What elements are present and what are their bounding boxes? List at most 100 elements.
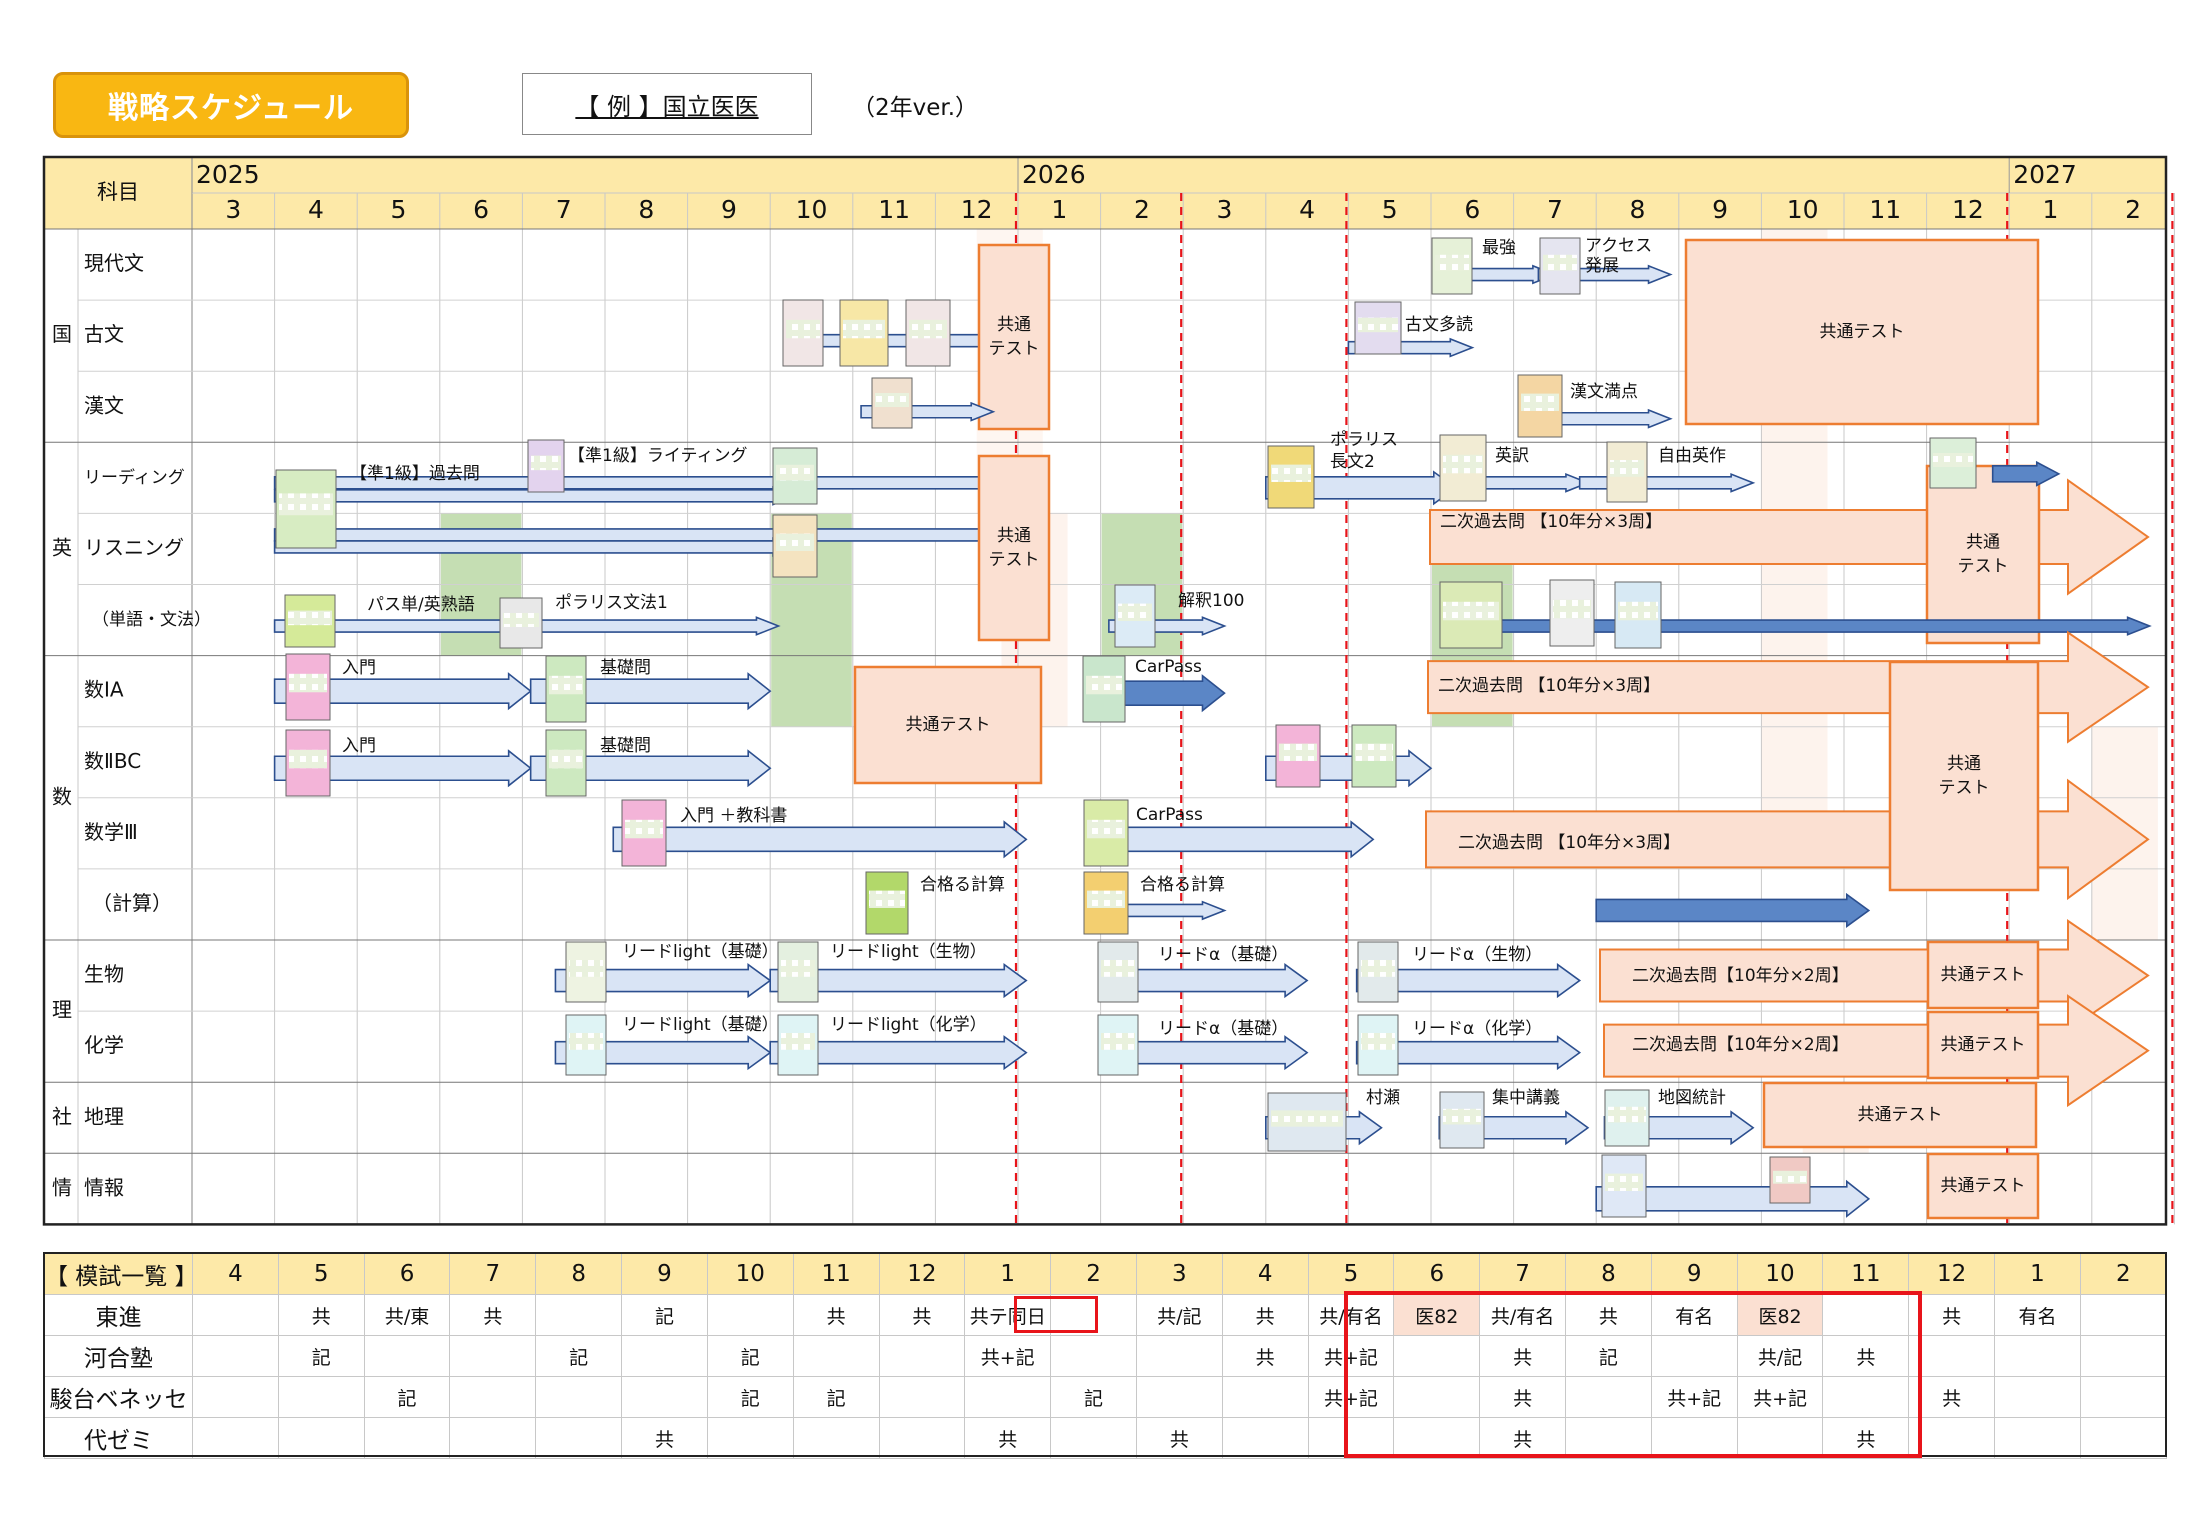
study-arrow: [1108, 963, 1309, 999]
kyotsu-label: 共通テスト: [1941, 965, 2026, 985]
book-cover-band: [781, 1033, 815, 1050]
study-arrow: [1595, 892, 1871, 928]
mock-month-header: 11: [1822, 1253, 1910, 1295]
mock-highlight-cell: [1014, 1296, 1098, 1333]
subject-label: （単語・文法）: [92, 610, 211, 630]
subject-label: 数ⅠA: [84, 678, 124, 702]
book-cover-band: [786, 319, 820, 339]
subject-label: 生物: [84, 962, 124, 986]
book-cover-band: [1101, 960, 1135, 977]
mock-exam-cell: [2079, 1294, 2167, 1336]
subject-label: リスニング: [84, 535, 184, 559]
mock-exam-cell: [792, 1417, 880, 1459]
study-arrow: [1108, 1035, 1309, 1071]
mock-month-header: 9: [1650, 1253, 1738, 1295]
month-label: 9: [721, 195, 737, 224]
mock-provider-name: 河合塾: [44, 1335, 193, 1377]
kyotsu-test-box: [1926, 940, 2040, 1010]
month-label: 4: [1299, 195, 1315, 224]
mock-month-header: 6: [363, 1253, 451, 1295]
book-cover-band: [569, 960, 603, 977]
book-cover-band: [1435, 254, 1469, 271]
mock-provider-name: 駿台ベネッセ: [44, 1376, 193, 1418]
book-cover-band: [1086, 675, 1122, 695]
mock-exam-cell: 記: [1565, 1335, 1652, 1377]
book-cover-band: [1773, 1170, 1807, 1184]
mock-exam-cell: [1050, 1417, 1137, 1459]
subject-label: 現代文: [84, 251, 144, 275]
mock-exam-cell: [1393, 1417, 1481, 1459]
study-arrow: [612, 820, 1028, 859]
book-cover-band: [1271, 1110, 1343, 1127]
mock-exam-cell: 記: [706, 1376, 794, 1418]
subject-label: 情報: [84, 1175, 124, 1199]
mock-exam-cell: 記: [277, 1335, 365, 1377]
subject-label: 数ⅡBC: [84, 749, 141, 773]
month-label: 3: [1217, 195, 1233, 224]
kyotsu-label: 共通テスト: [906, 715, 991, 735]
book-cover-band: [549, 675, 583, 695]
month-label: 10: [1787, 195, 1819, 224]
study-label: 合格る計算: [1140, 875, 1225, 895]
month-label: 5: [391, 195, 407, 224]
mock-provider-row: 河合塾記記記共+記共共+記共記共/記共: [44, 1335, 2167, 1377]
mock-highlight-box: [1344, 1291, 1922, 1458]
book-cover-band: [875, 393, 909, 407]
mock-exam-cell: 共: [1822, 1417, 1910, 1459]
mock-month-header: 2: [2079, 1253, 2167, 1295]
book-cover-band: [1443, 601, 1499, 621]
book-cover-band: [1521, 393, 1559, 411]
study-label: 二次過去問 【10年分×3周】: [1458, 833, 1680, 853]
past-exam-arrow: [1603, 994, 2150, 1108]
kyotsu-test-box: [1684, 238, 2040, 426]
month-label: 1: [1051, 195, 1067, 224]
study-arrow: [1099, 820, 1375, 859]
mock-exam-cell: [1565, 1417, 1652, 1459]
past-exam-arrow: [1425, 778, 2150, 901]
mock-exam-cell: 共/記: [1135, 1294, 1223, 1336]
book-cover-band: [1279, 743, 1317, 761]
year-label: 2025: [196, 160, 260, 189]
mock-exam-cell: 共: [1565, 1294, 1652, 1336]
kyotsu-test-box: [1888, 660, 2040, 892]
group-label: 情: [52, 1175, 72, 1199]
study-label: パス単/英熟語: [367, 594, 475, 615]
book-cover-band: [1933, 453, 1973, 467]
study-label: 入門: [342, 736, 376, 756]
kyotsu-test-box: [977, 454, 1051, 642]
book-cover-band: [1443, 454, 1483, 474]
schedule-title-badge: 戦略スケジュール: [53, 72, 409, 138]
mock-exam-cell: [878, 1376, 966, 1418]
mock-month-header: 2: [1050, 1253, 1137, 1295]
mock-exam-cell: [535, 1294, 623, 1336]
month-label: 5: [1382, 195, 1398, 224]
study-label: リードα（生物）: [1412, 945, 1542, 965]
mock-exam-cell: 共: [792, 1294, 880, 1336]
book-cover-band: [531, 455, 561, 471]
mock-exam-cell: [1050, 1294, 1137, 1336]
kyotsu-label: テスト: [989, 550, 1040, 570]
study-label: 古文多読: [1405, 315, 1473, 335]
mock-month-header: 10: [706, 1253, 794, 1295]
month-label: 10: [796, 195, 828, 224]
schedule-frame: [42, 155, 2168, 1226]
mock-exam-cell: [535, 1417, 623, 1459]
mock-month-header: 12: [1908, 1253, 1996, 1295]
mock-exam-cell: 共: [1221, 1294, 1309, 1336]
mock-month-header: 1: [964, 1253, 1052, 1295]
past-exam-arrow: [1429, 478, 2150, 596]
mock-exam-cell: 有名: [1994, 1294, 2081, 1336]
kyotsu-label: 共通: [997, 526, 1031, 546]
mock-month-header: 6: [1393, 1253, 1481, 1295]
subject-label: 古文: [84, 322, 124, 346]
month-label: 7: [1547, 195, 1563, 224]
book-cover-band: [1118, 603, 1152, 621]
group-label: 数: [52, 784, 72, 808]
mock-exam-cell: [2079, 1417, 2167, 1459]
study-label: アクセス: [1585, 236, 1652, 256]
book-cover-band: [279, 493, 333, 516]
mock-table-frame: [43, 1252, 2167, 1457]
study-arrow: [273, 537, 798, 557]
subject-label: 数学Ⅲ: [84, 820, 138, 844]
